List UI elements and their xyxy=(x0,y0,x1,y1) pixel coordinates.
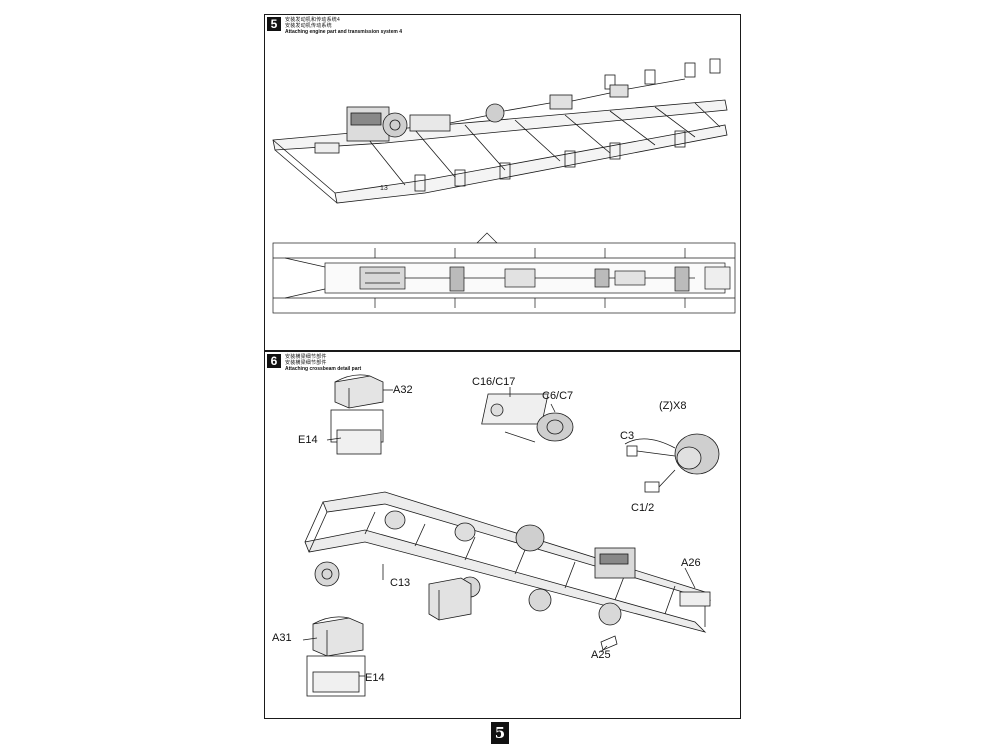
page-number: 5 xyxy=(491,722,509,744)
step-5-subtitle-cn: 安装发动机传动系统 xyxy=(285,23,332,29)
step-6-drawing xyxy=(302,374,720,697)
wheel-hub-assembly-right xyxy=(624,433,720,493)
callout-a32: A32 xyxy=(393,384,413,396)
step-5-number: 5 xyxy=(267,17,281,31)
axle-assembly-center xyxy=(481,387,574,443)
step-5-drawing: 13 xyxy=(272,58,736,314)
callout-e14-top: E14 xyxy=(298,434,318,446)
step-6-subtitle-cn: 安装横梁细节部件 xyxy=(285,360,327,366)
callout-c13: C13 xyxy=(390,577,411,589)
callout-a25: A25 xyxy=(591,649,611,661)
callout-a26: A26 xyxy=(681,557,701,569)
tank-assembly-lower xyxy=(302,616,366,697)
callout-c1-2: C1/2 xyxy=(631,502,655,514)
tank-assembly-upper xyxy=(326,374,393,455)
chassis-main xyxy=(304,491,711,653)
callout-a31: A31 xyxy=(272,632,292,644)
step-5-title-cn: 安装发动机和传动系统4 xyxy=(285,17,340,23)
chassis-iso-drawing: 13 xyxy=(272,58,728,204)
step-5-title-en: Attaching engine part and transmission s… xyxy=(285,29,402,35)
callout-z-x8: (Z)X8 xyxy=(659,400,687,412)
step-6-heading: 安装横梁细节部件 安装横梁细节部件 Attaching crossbeam de… xyxy=(285,354,361,372)
callout-c6-c7: C6/C7 xyxy=(542,390,574,402)
step-6-title-cn: 安装横梁细节部件 xyxy=(285,354,327,360)
callout-e14-bottom: E14 xyxy=(365,672,385,684)
step-6-number: 6 xyxy=(267,354,281,368)
step-5-panel: 5 安装发动机和传动系统4 安装发动机传动系统 Attaching engine… xyxy=(264,14,741,351)
svg-text:13: 13 xyxy=(380,185,388,192)
chassis-top-view xyxy=(272,232,736,314)
step-5-heading: 安装发动机和传动系统4 安装发动机传动系统 Attaching engine p… xyxy=(285,17,402,35)
callout-c3: C3 xyxy=(620,430,635,442)
callout-c16-c17: C16/C17 xyxy=(472,376,516,388)
step-6-title-en: Attaching crossbeam detail part xyxy=(285,366,362,372)
step-6-panel: 6 安装横梁细节部件 安装横梁细节部件 Attaching crossbeam … xyxy=(264,351,741,719)
